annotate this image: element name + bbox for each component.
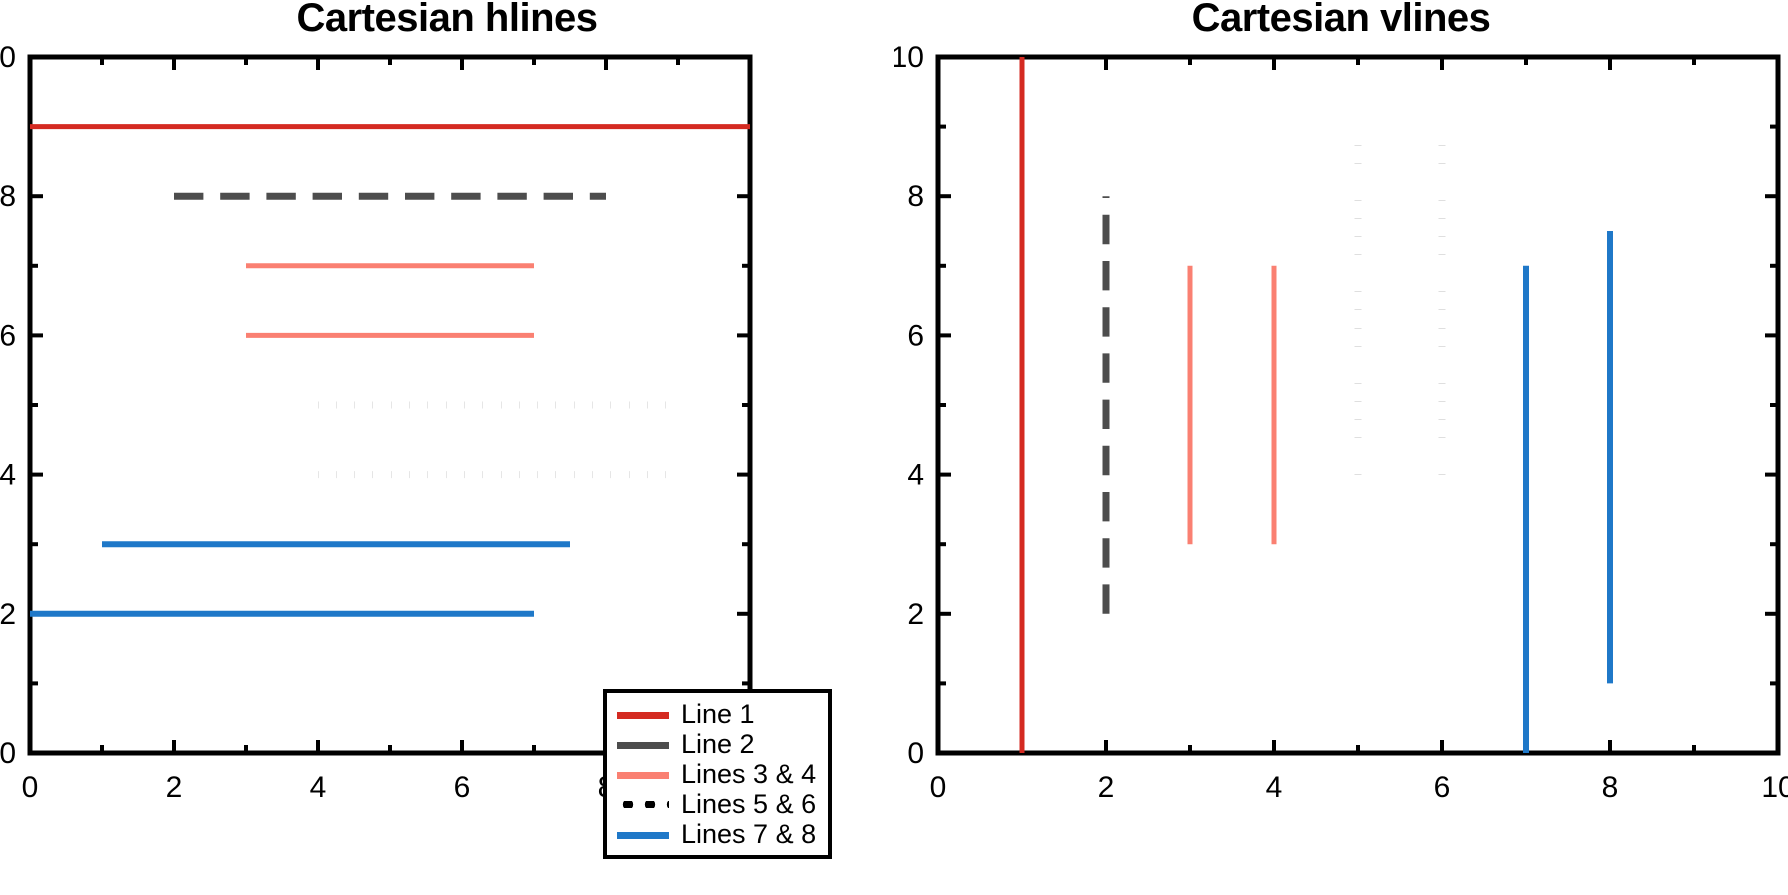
y-tick-label: 2 xyxy=(907,598,924,631)
x-tick-label: 0 xyxy=(930,771,947,804)
legend-item-label: Line 1 xyxy=(681,699,755,729)
legend-item-label: Lines 3 & 4 xyxy=(681,759,817,789)
legend-item-2[interactable]: Line 2 xyxy=(617,729,816,759)
axes-frame xyxy=(27,54,753,756)
y-tick-label: 4 xyxy=(907,459,924,492)
legend-item-label: Lines 5 & 6 xyxy=(681,789,817,819)
y-tick-label: 0 xyxy=(0,737,16,770)
x-tick-label: 6 xyxy=(1434,771,1451,804)
legend-item-label: Line 2 xyxy=(681,729,755,759)
x-tick-label: 8 xyxy=(1602,771,1619,804)
legend-item-5[interactable]: Lines 7 & 8 xyxy=(617,819,816,849)
plot-area-vlines: 0 2 4 6 8 10 0 2 4 6 8 10 xyxy=(894,41,1788,804)
y-tick-label: 10 xyxy=(894,41,924,74)
legend-swatch-icon xyxy=(617,731,669,757)
x-tick-label: 6 xyxy=(454,771,471,804)
y-tick-label: 6 xyxy=(0,319,16,352)
y-tick-label: 8 xyxy=(907,180,924,213)
legend-item-4[interactable]: Lines 5 & 6 xyxy=(617,789,816,819)
x-tick-label: 2 xyxy=(166,771,183,804)
y-tick-label: 8 xyxy=(0,180,16,213)
y-tick-label: 2 xyxy=(0,598,16,631)
legend-swatch-icon xyxy=(617,701,669,727)
x-tick-label: 0 xyxy=(22,771,39,804)
legend-item-3[interactable]: Lines 3 & 4 xyxy=(617,759,816,789)
y-tick-label: 6 xyxy=(907,319,924,352)
panel-title-right: Cartesian vlines xyxy=(1191,0,1491,40)
y-tick-label: 0 xyxy=(907,737,924,770)
legend-item-label: Lines 7 & 8 xyxy=(681,819,817,849)
x-tick-label: 2 xyxy=(1098,771,1115,804)
x-tick-label: 4 xyxy=(1266,771,1283,804)
panel-title-left: Cartesian hlines xyxy=(296,0,598,40)
y-tick-label: 10 xyxy=(0,41,16,74)
legend-swatch-icon xyxy=(617,821,669,847)
axes-frame xyxy=(935,54,1781,756)
y-tick-label: 4 xyxy=(0,459,16,492)
legend-swatch-icon xyxy=(617,791,669,817)
x-tick-label: 10 xyxy=(1761,771,1788,804)
legend-item-1[interactable]: Line 1 xyxy=(617,699,816,729)
x-tick-label: 4 xyxy=(310,771,327,804)
legend-swatch-icon xyxy=(617,761,669,787)
